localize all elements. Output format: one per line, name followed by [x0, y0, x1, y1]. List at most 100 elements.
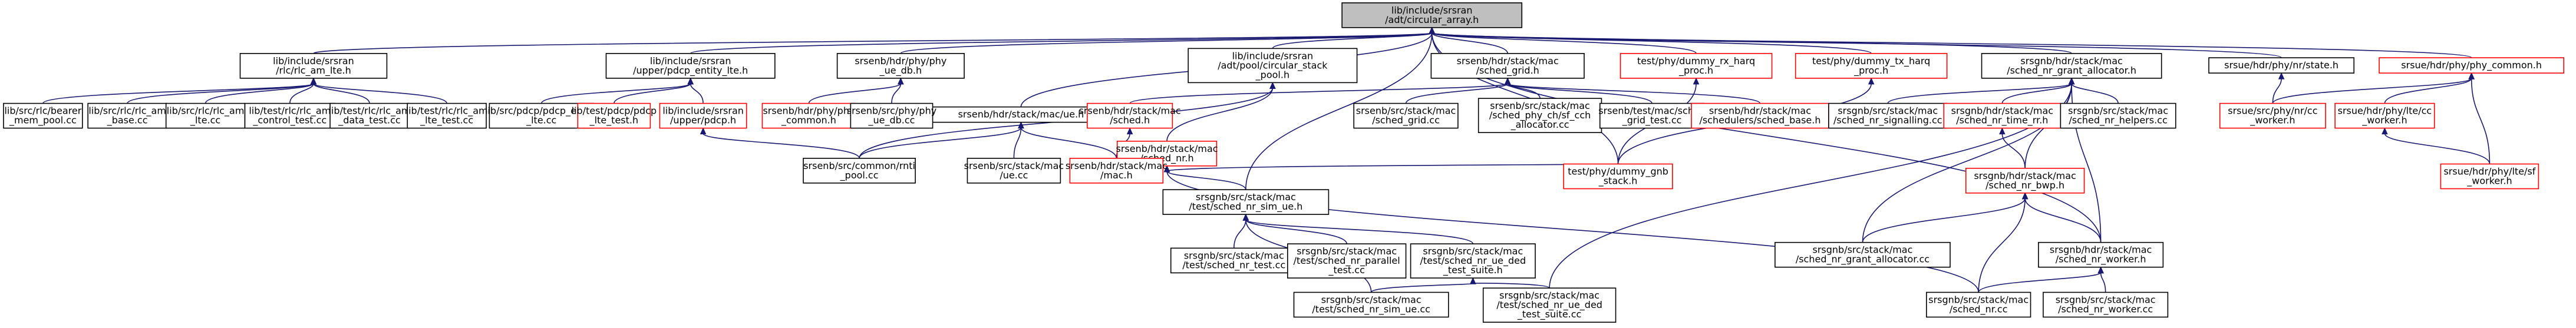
file-node-dummy-rx-harq[interactable]: test/phy/dummy_rx_harq_proc.h	[1620, 53, 1773, 79]
include-edge-ue-h-to-mac-h	[1018, 121, 1117, 158]
file-node-sched-nr-sim-ue-cc[interactable]: srsgnb/src/stack/mac/test/sched_nr_sim_u…	[1293, 291, 1449, 318]
edge-line	[1431, 32, 1697, 54]
include-edge-rlc-am-lte-h-to-rlc-am-base-cc	[127, 77, 317, 104]
file-node-sched-nr-time-rr[interactable]: srsgnb/hdr/stack/mac/sched_nr_time_rr.h	[1943, 102, 2062, 129]
file-node-lte-sf-worker[interactable]: srsue/hdr/phy/lte/sf_worker.h	[2440, 163, 2539, 190]
edge-line	[1978, 198, 2026, 293]
file-node-rlc-am-lte-h[interactable]: lib/include/srsran/rlc/rlc_am_lte.h	[239, 53, 388, 79]
file-node-sched-grid-h[interactable]: srsenb/hdr/stack/mac/sched_grid.h	[1430, 53, 1585, 79]
node-box	[659, 102, 747, 129]
edge-arrowhead	[700, 127, 707, 135]
file-node-sched-base-h[interactable]: srsenb/hdr/stack/mac/schedulers/sched_ba…	[1691, 102, 1829, 129]
file-node-sched-nr-sim-ue-h[interactable]: srsgnb/src/stack/mac/test/sched_nr_sim_u…	[1162, 189, 1330, 215]
file-node-sched-phy-ch-cc[interactable]: srsenb/src/stack/mac/sched_phy_ch/sf_cch…	[1477, 98, 1602, 133]
node-box	[165, 102, 246, 129]
include-edge-root-to-dummy-gnb-stack	[1429, 26, 1619, 164]
node-label-line: /test/sched_nr_sim_ue.h	[1189, 201, 1302, 213]
node-box	[2219, 102, 2326, 129]
include-edge-sched-grid-h-to-sched-base-h	[1504, 77, 1761, 104]
node-label-line: srsgnb/src/stack/mac	[1297, 246, 1397, 257]
node-box	[2038, 241, 2164, 268]
file-node-rlc-am-base-cc[interactable]: lib/src/rlc/rlc_am_base.cc	[87, 102, 167, 129]
edge-line	[1507, 83, 1761, 104]
file-node-sched-nr-cc[interactable]: srsgnb/src/stack/mac/sched_nr.cc	[1926, 291, 2031, 318]
include-edge-ue-db-h-to-phy-ue-db-cc	[891, 77, 904, 104]
node-label-line: srsue/hdr/phy/nr/state.h	[2224, 59, 2338, 71]
file-node-nr-state-h[interactable]: srsue/hdr/phy/nr/state.h	[2208, 57, 2355, 74]
file-node-sched-nr-helpers[interactable]: srsgnb/src/stack/mac/sched_nr_helpers.cc	[2060, 102, 2176, 129]
file-node-sched-grid-test[interactable]: srsenb/test/mac/sched_grid_test.cc	[1598, 102, 1706, 129]
edge-line	[2001, 83, 2072, 104]
node-box	[244, 102, 335, 129]
file-node-sched-nr-ue-ded-test-suite-h[interactable]: srsgnb/src/stack/mac/test/sched_nr_ue_de…	[1410, 243, 1536, 279]
file-node-mem-pool-cc[interactable]: srsenb/src/common/rnti_pool.cc	[803, 158, 916, 184]
edge-arrowhead	[1429, 26, 1435, 34]
node-box	[967, 158, 1061, 184]
edge-layer	[42, 26, 2491, 293]
node-box	[2043, 291, 2169, 318]
node-label-line: _worker.h	[2466, 175, 2512, 187]
node-label-line: /adt/pool/circular_stack	[1218, 59, 1328, 71]
node-label-line: srsgnb/src/stack/mac	[1196, 191, 1296, 203]
node-label-line: lib/test/pdcp/pdcp	[572, 105, 657, 117]
edge-line	[1431, 32, 1872, 54]
file-node-sched-nr-ue-ded-test-suite-cc[interactable]: srsgnb/src/stack/mac/test/sched_nr_ue_de…	[1482, 287, 1617, 323]
node-label-line: _stack.h	[1598, 175, 1638, 187]
file-node-sched-nr-worker-h[interactable]: srsgnb/hdr/stack/mac/sched_nr_worker.h	[2038, 241, 2164, 268]
file-node-pdcp-lte-test[interactable]: lib/test/pdcp/pdcp_lte_test.h	[572, 102, 657, 129]
file-node-rlc-am-data-test[interactable]: lib/test/rlc/rlc_am_data_test.cc	[328, 102, 410, 129]
edge-line	[1405, 83, 1508, 104]
file-node-sched-nr-grant-allocator-cc[interactable]: srsgnb/src/stack/mac/sched_nr_grant_allo…	[1774, 241, 1951, 268]
file-node-sched-nr-grant-allocator-h[interactable]: srsgnb/hdr/stack/mac/sched_nr_grant_allo…	[1981, 53, 2162, 79]
node-label-line: _test_suite.h	[1443, 264, 1503, 276]
file-node-sched-nr-worker-cc[interactable]: srsgnb/src/stack/mac/sched_nr_worker.cc	[2043, 291, 2169, 318]
file-node-sched-nr-test-cc[interactable]: srsgnb/src/stack/mac/test/sched_nr_test.…	[1170, 247, 1298, 274]
edge-arrowhead	[1868, 77, 1875, 85]
node-label-line: srsgnb/src/stack/mac	[1499, 290, 1599, 301]
file-node-mac-h[interactable]: srsenb/hdr/stack/mac/mac.h	[1066, 158, 1167, 184]
node-label-line: srsgnb/hdr/stack/mac	[1951, 105, 2053, 117]
node-label-line: srsgnb/src/stack/mac	[2056, 294, 2156, 305]
file-node-sched-nr-parallel-test[interactable]: srsgnb/src/stack/mac/test/sched_nr_paral…	[1287, 243, 1407, 279]
edge-line	[808, 83, 902, 104]
file-node-ue-db-h[interactable]: srsenb/hdr/phy/phy_ue_db.h	[836, 53, 965, 79]
file-node-sched-nr-bwp-h[interactable]: srsgnb/hdr/stack/mac/sched_nr_bwp.h	[1965, 167, 2085, 194]
node-label-line: lib/include/srsran	[662, 105, 744, 117]
file-node-phy-ue-db-cc[interactable]: srsenb/src/phy/phy_ue_db.cc	[847, 102, 936, 129]
include-edge-sched-nr-time-rr-to-sched-nr-bwp-h	[1999, 127, 2026, 168]
file-node-pdcp-entity-lte-h[interactable]: lib/include/srsran/upper/pdcp_entity_lte…	[605, 53, 776, 79]
include-edge-sched-nr-ue-ded-test-suite-h-to-sched-nr-ue-ded-test-suite-cc	[1470, 277, 1550, 289]
file-node-sched-h[interactable]: srsenb/hdr/stack/mac/sched.h	[1079, 102, 1181, 129]
node-label-line: /rlc/rlc_am_lte.h	[276, 65, 351, 77]
file-node-nr-worker-cc[interactable]: srsue/src/phy/nr/cc_worker.h	[2219, 102, 2326, 129]
include-edge-pdcp-entity-lte-h-to-pdcp-h	[687, 77, 704, 104]
node-label-line: lib/src/rlc/rlc_am	[167, 105, 245, 117]
file-node-circular-stack-pool-h[interactable]: lib/include/srsran/adt/pool/circular_sta…	[1188, 48, 1358, 84]
file-node-ue-h[interactable]: srsenb/hdr/stack/mac/ue.h	[931, 106, 1111, 123]
file-node-rlc-am-lte-test[interactable]: lib/test/rlc/rlc_am_lte_test.cc	[406, 102, 488, 129]
node-box	[1482, 287, 1617, 323]
node-label-line: /sched_nr_worker.h	[2056, 254, 2146, 266]
file-node-sched-nr-signalling[interactable]: srsgnb/src/stack/mac/sched_nr_signalling…	[1828, 102, 1948, 129]
file-node-sched-grid-cc[interactable]: srsenb/src/stack/mac/sched_grid.cc	[1353, 102, 1459, 129]
include-edge-sched-nr-grant-allocator-h-to-sched-nr-worker-h	[2068, 77, 2102, 243]
file-node-pdcp-entity-lte-cc[interactable]: lib/src/pdcp/pdcp_entity_lte.cc	[485, 102, 598, 129]
edge-arrowhead	[1999, 127, 2006, 135]
file-node-rlc-am-lte-cc[interactable]: lib/src/rlc/rlc_am_lte.cc	[165, 102, 246, 129]
file-node-dummy-gnb-stack[interactable]: test/phy/dummy_gnb_stack.h	[1563, 163, 1673, 190]
edge-line	[690, 32, 1433, 54]
file-node-lte-cc-worker[interactable]: srsue/hdr/phy/lte/cc_worker.h	[2334, 102, 2435, 129]
node-box	[1410, 243, 1536, 279]
file-node-byte-buffer-pool-cc[interactable]: lib/src/rlc/bearer_mem_pool.cc	[3, 102, 83, 129]
file-node-rlc-am-control-test[interactable]: lib/test/rlc/rlc_am_control_test.cc	[244, 102, 335, 129]
file-node-dummy-tx-harq[interactable]: test/phy/dummy_tx_harq_proc.h	[1795, 53, 1948, 79]
file-node-phy-common-h[interactable]: srsue/hdr/phy/phy_common.h	[2379, 57, 2565, 74]
node-label-line: _proc.h	[1853, 65, 1888, 77]
node-box	[1795, 53, 1948, 79]
file-node-phy-common-enb[interactable]: srsenb/hdr/phy/phy_common.h	[761, 102, 856, 129]
file-node-ue-cc[interactable]: srsenb/src/stack/mac/ue.cc	[964, 158, 1064, 184]
file-node-pdcp-h[interactable]: lib/include/srsran/upper/pdcp.h	[659, 102, 747, 129]
edge-arrowhead	[2468, 72, 2475, 79]
edge-line	[2100, 272, 2106, 293]
node-box	[605, 53, 776, 79]
